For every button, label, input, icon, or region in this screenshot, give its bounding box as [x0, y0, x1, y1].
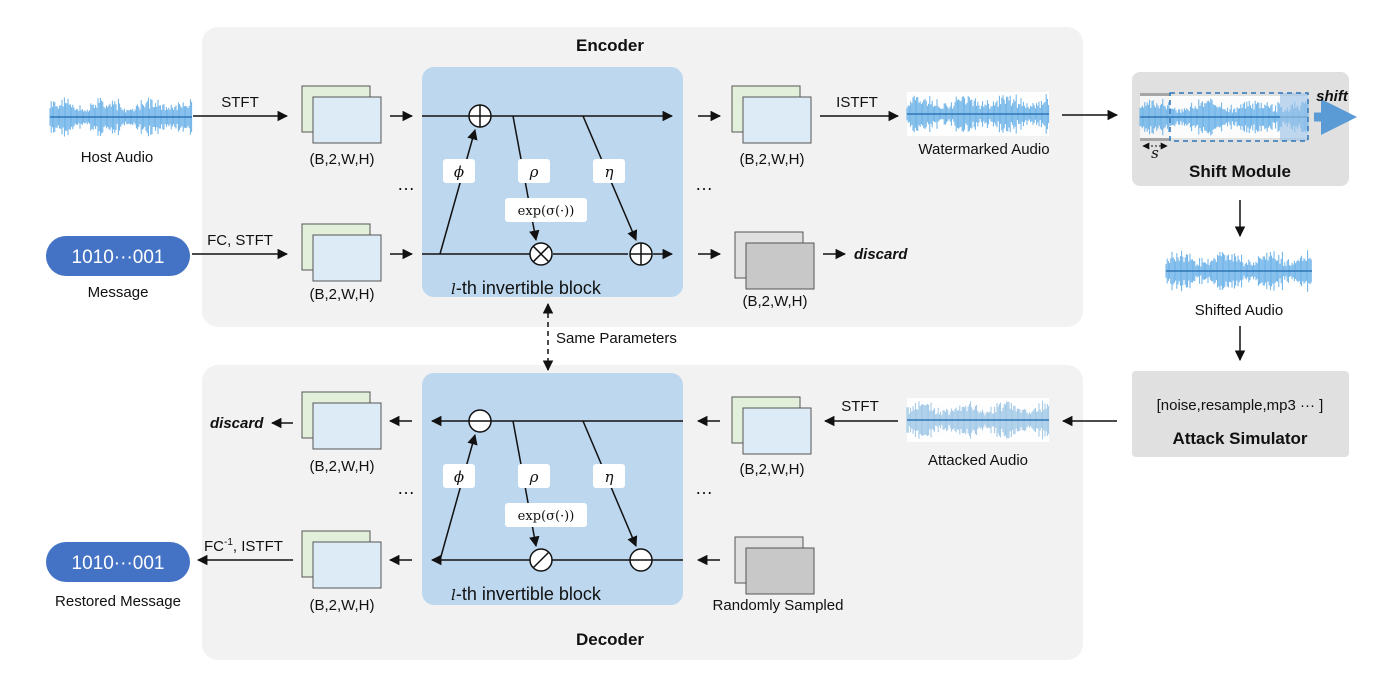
enc-phi-box: [443, 159, 475, 183]
dec-exp-label: exp(σ(·)): [518, 509, 575, 524]
dec-rho-label: ρ: [529, 468, 539, 486]
enc-mul-op: [529, 242, 553, 266]
enc-output-feature-stack: [731, 85, 812, 144]
dec-right-ellipsis: …: [695, 478, 713, 498]
dec-output-feature-stack: [301, 530, 382, 589]
decoder-invertible-block: [422, 373, 683, 605]
dec-input-feature-stack: [731, 396, 812, 455]
dec-sub-op-top: [468, 409, 492, 433]
message-bits: 1010···001: [72, 247, 165, 268]
shifted-audio-waveform: [1165, 248, 1312, 294]
randomly-sampled-label: Randomly Sampled: [713, 597, 844, 614]
message-feature-stack: [301, 223, 382, 282]
attack-simulator-title: Attack Simulator: [1172, 429, 1307, 448]
enc-discard-feature-stack: [734, 231, 815, 290]
enc-rho-label: ρ: [529, 163, 539, 181]
enc-exp-label: exp(σ(·)): [518, 204, 575, 219]
same-parameters-label: Same Parameters: [556, 330, 677, 347]
host-feature-shape: (B,2,W,H): [309, 151, 374, 168]
enc-rho-box: [518, 159, 550, 183]
dec-eta-box: [593, 464, 625, 488]
message-label: Message: [88, 284, 149, 301]
restored-message-bits: 1010···001: [72, 553, 165, 574]
restored-message-pill: [46, 542, 190, 582]
istft-label: ISTFT: [836, 94, 878, 111]
enc-exp-box: [505, 198, 587, 222]
dec-discard-shape: (B,2,W,H): [309, 458, 374, 475]
attacked-audio-waveform: [906, 398, 1050, 442]
fc-stft-label: FC, STFT: [207, 232, 273, 249]
host-audio-waveform: [49, 95, 193, 139]
dec-output-shape: (B,2,W,H): [309, 597, 374, 614]
shift-s-label: s: [1151, 144, 1159, 162]
dec-discard-label: discard: [210, 415, 264, 432]
enc-phi-line: [439, 128, 478, 255]
shift-module-title: Shift Module: [1189, 162, 1291, 181]
enc-add-op-top: [468, 104, 492, 128]
shift-window: [1169, 92, 1309, 142]
attack-list: [noise,resample,mp3 ··· ]: [1157, 397, 1324, 414]
dec-phi-box: [443, 464, 475, 488]
dec-discard-feature-stack: [301, 391, 382, 450]
dec-phi-label: ϕ: [454, 468, 464, 486]
dec-sub-op-bottom: [629, 548, 653, 572]
dec-phi-line: [439, 433, 478, 561]
dec-rho-box: [518, 464, 550, 488]
message-pill: [46, 236, 190, 276]
enc-eta-box: [593, 159, 625, 183]
restored-message-label: Restored Message: [55, 593, 181, 610]
fc-inv-istft-label: FC-1, ISTFT: [204, 537, 283, 555]
enc-block-label: l-th invertible block: [451, 278, 602, 298]
attack-simulator-box: [1132, 371, 1349, 457]
enc-right-ellipsis: …: [695, 174, 713, 194]
random-feature-stack: [734, 536, 815, 595]
enc-discard-shape: (B,2,W,H): [742, 293, 807, 310]
enc-discard-label: discard: [854, 246, 908, 263]
dec-exp-box: [505, 503, 587, 527]
shift-label: shift: [1316, 88, 1349, 105]
host-audio-label: Host Audio: [81, 149, 154, 166]
watermarked-audio-waveform: [906, 92, 1050, 136]
dec-block-label: l-th invertible block: [451, 584, 602, 604]
enc-left-ellipsis: …: [397, 174, 415, 194]
message-feature-shape: (B,2,W,H): [309, 286, 374, 303]
host-feature-stack: [301, 85, 382, 144]
enc-phi-label: ϕ: [454, 163, 464, 181]
dec-left-ellipsis: …: [397, 478, 415, 498]
dec-div-op: [529, 548, 553, 572]
dec-input-shape: (B,2,W,H): [739, 461, 804, 478]
dec-eta-label: η: [605, 468, 614, 486]
watermarked-audio-label: Watermarked Audio: [918, 141, 1049, 158]
decoder-title: Decoder: [576, 630, 644, 649]
shifted-audio-label: Shifted Audio: [1195, 302, 1283, 319]
dec-stft-label: STFT: [841, 398, 879, 415]
attacked-audio-label: Attacked Audio: [928, 452, 1028, 469]
stft-label: STFT: [221, 94, 259, 111]
enc-output-shape: (B,2,W,H): [739, 151, 804, 168]
enc-eta-label: η: [605, 163, 614, 181]
shift-pad-region: [1280, 93, 1308, 141]
enc-add-op-bottom: [629, 242, 653, 266]
encoder-title: Encoder: [576, 36, 644, 55]
